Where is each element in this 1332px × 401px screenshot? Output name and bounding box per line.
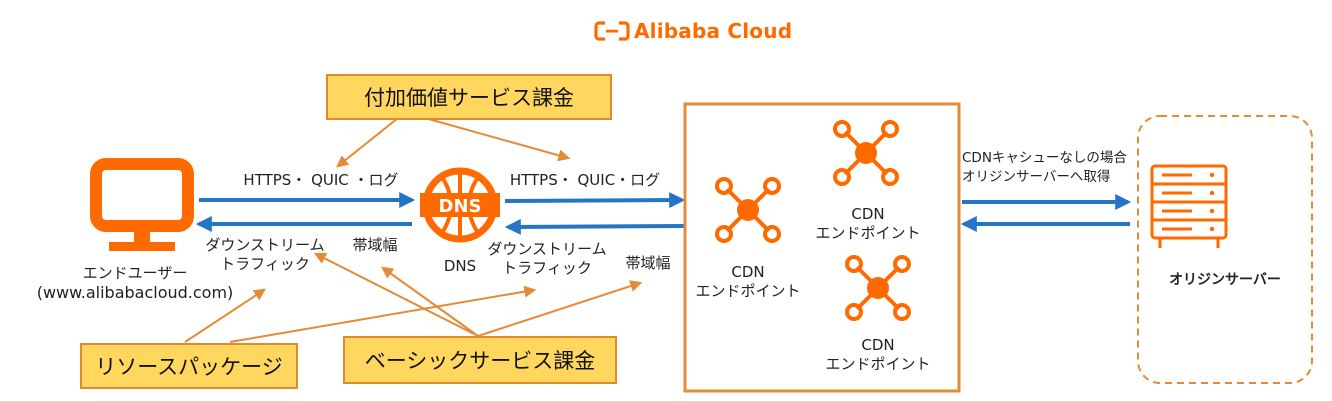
- cdn-node-icon-2: [833, 120, 899, 186]
- dns-icon: DNS: [420, 167, 500, 243]
- server-rack-icon: [1150, 164, 1228, 248]
- resource-package-label: リソースパッケージ: [80, 343, 298, 389]
- brand-logo: Alibaba Cloud: [594, 17, 792, 45]
- cdn-cluster-box: [683, 102, 961, 393]
- flow-dns-to-cdn-label: HTTPS・ QUIC・ログ: [509, 171, 661, 189]
- basic-billing-label: ベーシックサービス課金: [343, 336, 617, 384]
- origin-fetch-label: CDNキャシューなしの場合 オリジンサーバーへ取得: [962, 150, 1127, 185]
- flow-cdn-to-dns-arrow: [504, 218, 686, 235]
- dns-icon-text: DNS: [439, 196, 482, 217]
- alibaba-cloud-logo-icon: [594, 21, 630, 41]
- cdn-endpoint-label-3: CDN エンドポイント: [825, 336, 931, 373]
- bandwidth-label-1: 帯域幅: [352, 236, 398, 254]
- cdn-endpoint-label-2: CDN エンドポイント: [815, 205, 921, 242]
- cdn-endpoint-label-1: CDN エンドポイント: [695, 263, 801, 300]
- bandwidth-label-2: 帯域幅: [625, 254, 671, 272]
- pointer-value-added-1: [336, 117, 399, 168]
- flow-user-to-dns-label: HTTPS・ QUIC ・ログ: [243, 171, 399, 189]
- monitor-icon: [90, 158, 194, 251]
- pointer-resource-1: [184, 288, 267, 343]
- brand-name: Alibaba Cloud: [634, 19, 793, 43]
- pointer-basic-3: [477, 280, 643, 337]
- dns-label: DNS: [443, 257, 477, 275]
- cdn-node-icon-3: [845, 255, 911, 321]
- value-added-billing-label: 付加価値サービス課金: [326, 74, 612, 120]
- origin-server-box: [1137, 115, 1313, 384]
- cdn-node-icon-1: [715, 177, 781, 243]
- downstream-traffic-label-1: ダウンストリーム トラフィック: [205, 236, 325, 273]
- end-user-label: エンドユーザー (www.alibabacloud.com): [36, 264, 234, 302]
- pointer-basic-2: [381, 266, 479, 337]
- origin-server-label: オリジンサーバー: [1169, 272, 1281, 288]
- flow-dns-to-cdn-arrow: [504, 192, 686, 209]
- pointer-value-added-2: [424, 117, 571, 162]
- pointer-basic-1: [313, 252, 479, 337]
- downstream-traffic-label-2: ダウンストリーム トラフィック: [487, 240, 607, 277]
- pointer-resource-2: [229, 285, 537, 343]
